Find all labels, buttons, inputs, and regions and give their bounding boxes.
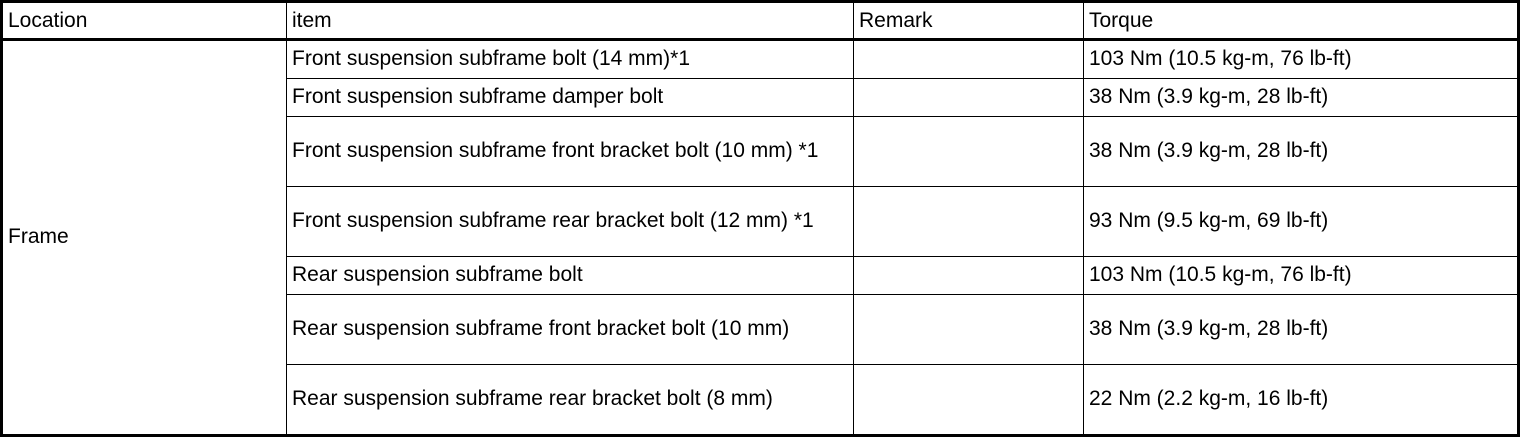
remark-cell (853, 78, 1084, 117)
item-cell: Rear suspension subframe bolt (286, 256, 854, 295)
torque-cell: 38 Nm (3.9 kg-m, 28 lb-ft) (1083, 294, 1519, 365)
remark-cell (853, 116, 1084, 187)
table-row: Frame Front suspension subframe bolt (14… (1, 39, 1519, 436)
remark-cell (853, 39, 1084, 79)
item-cell: Rear suspension subframe front bracket b… (286, 294, 854, 365)
location-group-cell: Frame (1, 39, 287, 436)
column-header-torque: Torque (1083, 1, 1519, 41)
table-row: Front suspension subframe front bracket … (2, 116, 1519, 187)
table-row: Rear suspension subframe bolt 103 Nm (10… (2, 256, 1519, 295)
item-cell: Front suspension subframe damper bolt (286, 78, 854, 117)
column-header-item: item (286, 1, 854, 41)
torque-cell: 93 Nm (9.5 kg-m, 69 lb-ft) (1083, 186, 1519, 257)
item-cell: Front suspension subframe rear bracket b… (286, 186, 854, 257)
table-row: Rear suspension subframe rear bracket bo… (2, 364, 1519, 436)
remark-cell (853, 256, 1084, 295)
column-header-remark: Remark (853, 1, 1084, 41)
column-header-location: Location (1, 1, 287, 41)
table-header: Location item Remark Torque (1, 1, 1519, 41)
remark-cell (853, 364, 1084, 436)
torque-cell: 22 Nm (2.2 kg-m, 16 lb-ft) (1083, 364, 1519, 436)
table-row: Front suspension subframe damper bolt 38… (2, 78, 1519, 117)
item-cell: Front suspension subframe bolt (14 mm)*1 (286, 39, 854, 79)
item-cell: Front suspension subframe front bracket … (286, 116, 854, 187)
torque-cell: 38 Nm (3.9 kg-m, 28 lb-ft) (1083, 116, 1519, 187)
remark-cell (853, 294, 1084, 365)
table-body: Frame Front suspension subframe bolt (14… (1, 39, 1519, 436)
table-header-row: Location item Remark Torque (1, 1, 1519, 41)
remark-cell (853, 186, 1084, 257)
table-row: Rear suspension subframe front bracket b… (2, 294, 1519, 365)
table-row: Front suspension subframe rear bracket b… (2, 186, 1519, 257)
torque-cell: 103 Nm (10.5 kg-m, 76 lb-ft) (1083, 256, 1519, 295)
torque-cell: 103 Nm (10.5 kg-m, 76 lb-ft) (1083, 39, 1519, 79)
torque-cell: 38 Nm (3.9 kg-m, 28 lb-ft) (1083, 78, 1519, 117)
item-cell: Rear suspension subframe rear bracket bo… (286, 364, 854, 436)
